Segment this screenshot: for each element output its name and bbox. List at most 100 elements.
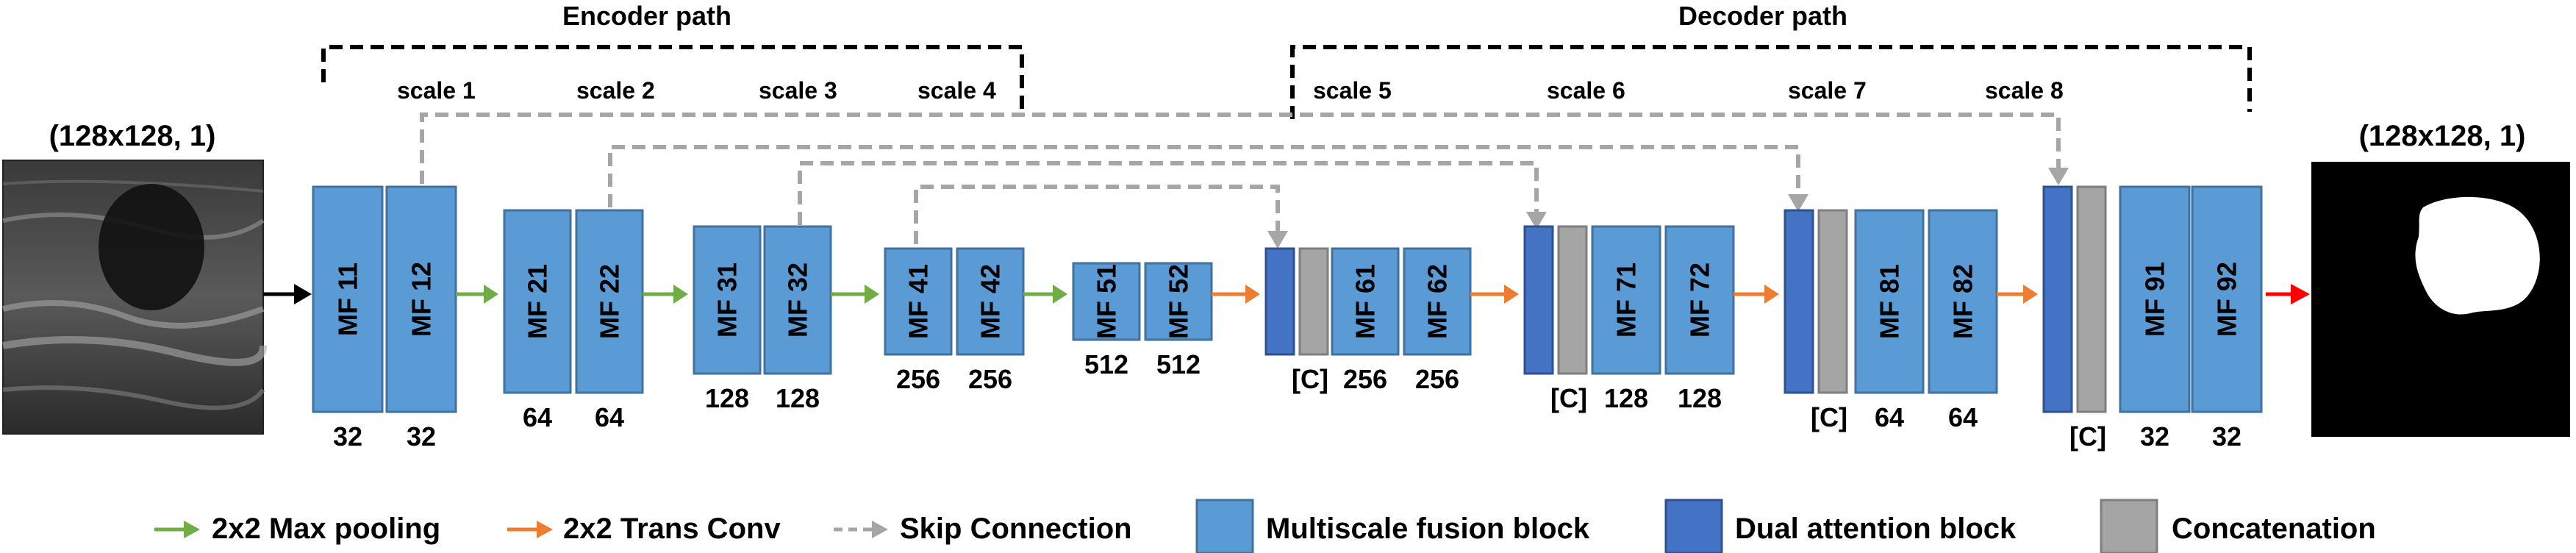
multiscale-fusion-block: MF 11 <box>312 185 384 413</box>
legend-skip-connection-label: Skip Connection <box>900 513 1132 545</box>
multiscale-fusion-block: MF 82 <box>1928 209 1998 394</box>
skip-connection-1 <box>420 113 2061 184</box>
scale-label: scale 2 <box>576 77 655 104</box>
legend-dual-attention: Dual attention block <box>1664 499 2017 553</box>
block-name-label: MF 52 <box>1164 264 1194 339</box>
block-name-label: MF 71 <box>1611 263 1642 338</box>
scale-label: scale 1 <box>397 77 476 104</box>
multiscale-fusion-block: MF 72 <box>1664 225 1735 375</box>
concatenation-block <box>1817 209 1848 394</box>
block-name-label: MF 41 <box>904 264 934 339</box>
skip-connection-2 <box>608 145 1800 207</box>
multiscale-fusion-block: MF 71 <box>1591 225 1661 375</box>
multiscale-fusion-rect <box>1591 225 1661 375</box>
block-name-label: MF 81 <box>1875 264 1905 339</box>
multiscale-fusion-block: MF 21 <box>503 209 572 394</box>
legend-multiscale: Multiscale fusion block <box>1195 499 1590 553</box>
multiscale-fusion-rect <box>503 209 572 394</box>
concat-label: [C] <box>1550 383 1587 413</box>
flow-arrow <box>643 285 688 304</box>
decoder-path-label: Decoder path <box>1678 1 1847 31</box>
skip-connections <box>420 113 2061 244</box>
channel-count-label: 64 <box>523 402 552 432</box>
multiscale-fusion-block: MF 42 <box>956 247 1025 356</box>
multiscale-fusion-rect <box>884 247 953 356</box>
multiscale-fusion-block: MF 52 <box>1144 262 1213 341</box>
channel-count-label: 32 <box>2212 421 2242 452</box>
legend-max-pooling: 2x2 Max pooling <box>154 513 440 545</box>
block-name-label: MF 91 <box>2140 262 2170 337</box>
channel-count-label: 512 <box>1084 349 1128 379</box>
multiscale-fusion-block: MF 31 <box>693 225 762 375</box>
concatenation-block <box>1298 247 1329 356</box>
skip-connection-4 <box>914 185 1280 244</box>
channel-count-label: 256 <box>896 364 940 394</box>
multiscale-fusion-rect <box>1403 247 1472 356</box>
legend-dual-attention-label: Dual attention block <box>1735 513 2017 545</box>
block-name-label: MF 11 <box>333 263 363 336</box>
multiscale-fusion-rect <box>2119 185 2191 413</box>
multiscale-fusion-block: MF 62 <box>1403 247 1472 356</box>
legend-skip-connection: Skip Connection <box>834 513 1132 545</box>
block-name-label: MF 22 <box>595 264 625 339</box>
encoder-path-label: Encoder path <box>562 1 731 31</box>
skip-arrowheads <box>1267 168 2069 249</box>
multiscale-fusion-rect <box>1928 209 1998 394</box>
block-name-label: MF 61 <box>1350 264 1381 339</box>
block-name-label: MF 21 <box>523 264 553 339</box>
legend: 2x2 Max pooling 2x2 Trans Conv Skip Conn… <box>154 499 2376 553</box>
multiscale-fusion-rect <box>1664 225 1735 375</box>
block-name-label: MF 32 <box>783 263 813 338</box>
multiscale-fusion-block: MF 12 <box>385 185 457 413</box>
multiscale-fusion-rect <box>312 185 384 413</box>
skip-arrowhead <box>1267 231 1288 249</box>
concat-label: [C] <box>2069 421 2106 452</box>
multiscale-fusion-rect <box>956 247 1025 356</box>
skip-connection-3 <box>798 161 1539 225</box>
block-name-label: MF 62 <box>1423 264 1453 339</box>
concat-label: [C] <box>1292 364 1328 394</box>
flow-arrow <box>1470 285 1519 304</box>
skip-arrowhead <box>2048 168 2069 185</box>
legend-trans-conv: 2x2 Trans Conv <box>507 513 781 545</box>
channel-count-label: 256 <box>1343 364 1387 394</box>
flow-arrow <box>456 285 498 304</box>
multiscale-fusion-rect <box>1072 262 1141 341</box>
multiscale-fusion-rect <box>1144 262 1213 341</box>
dual-attention-block <box>2042 185 2073 413</box>
multiscale-fusion-rect <box>693 225 762 375</box>
channel-count-label: 256 <box>968 364 1012 394</box>
channel-count-label: 64 <box>1948 402 1978 432</box>
legend-concatenation: Concatenation <box>2100 499 2376 553</box>
skip-arrowhead <box>1526 212 1547 229</box>
encoder-path-bracket: Encoder path <box>321 1 1024 112</box>
multiscale-fusion-rect <box>1854 209 1925 394</box>
block-name-label: MF 42 <box>976 264 1006 339</box>
decoder-path-bracket: Decoder path <box>1290 1 2252 119</box>
flow-arrow <box>1734 285 1779 304</box>
multiscale-fusion-block: MF 41 <box>884 247 953 356</box>
legend-concatenation-label: Concatenation <box>2172 513 2376 545</box>
blocks-layer: MF 11 MF 12 MF 21 MF 22 MF 31 MF 32 MF 41 MF 42… <box>312 185 2263 413</box>
channel-count-label: 32 <box>333 421 362 452</box>
block-name-label: MF 51 <box>1092 264 1122 339</box>
multiscale-fusion-rect <box>575 209 644 394</box>
concatenation-block <box>2076 185 2107 413</box>
channel-count-label: 128 <box>705 383 749 413</box>
output-segmentation-mask <box>2311 162 2570 437</box>
scale-labels: scale 1 scale 2 scale 3 scale 4 scale 5 … <box>397 77 2064 104</box>
channel-count-label: 64 <box>595 402 624 432</box>
channel-count-label: 32 <box>407 421 436 452</box>
multiscale-fusion-block: MF 22 <box>575 209 644 394</box>
multiscale-fusion-rect <box>1331 247 1400 356</box>
dual-attention-block <box>1264 247 1295 356</box>
scale-label: scale 8 <box>1985 77 2064 104</box>
multiscale-fusion-block: MF 61 <box>1331 247 1400 356</box>
arrows-layer <box>456 285 2038 304</box>
input-ultrasound-image <box>2 160 267 435</box>
channel-count-label: 32 <box>2140 421 2169 452</box>
scale-label: scale 7 <box>1788 77 1867 104</box>
scale-label: scale 4 <box>917 77 996 104</box>
dual-attention-block <box>1523 225 1554 375</box>
